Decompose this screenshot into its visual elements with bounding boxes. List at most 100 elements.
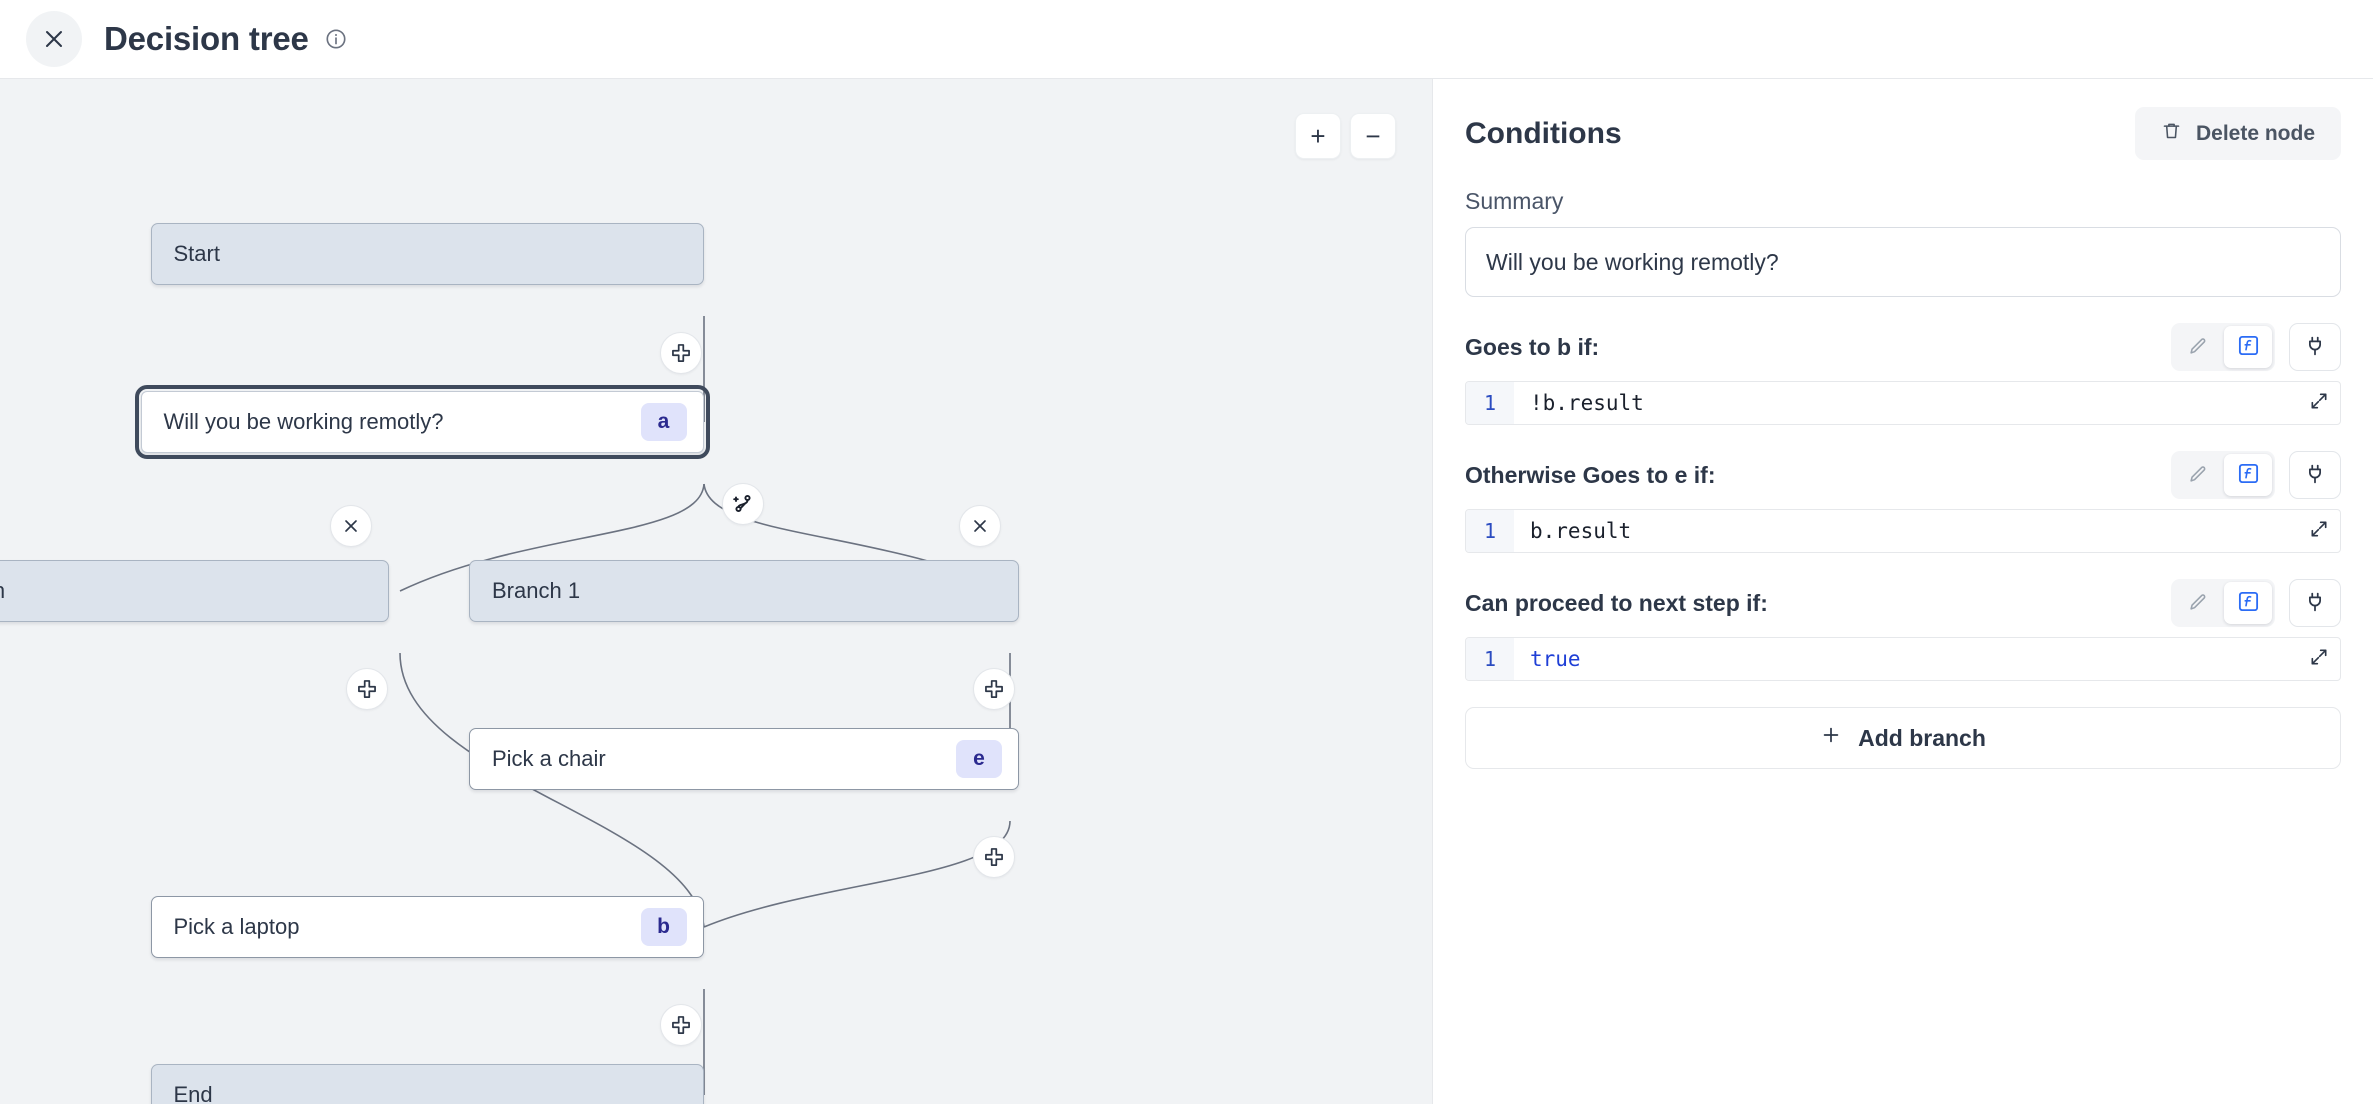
condition-block-1: Otherwise Goes to e if: [1465, 451, 2341, 553]
code-line[interactable]: true [1530, 647, 1581, 671]
code-gutter-line-number: 1 [1466, 510, 1514, 552]
add-branch-button[interactable]: Add branch [1465, 707, 2341, 769]
flow-node-branch1[interactable]: Branch 1 [469, 560, 1019, 622]
expand-icon [2309, 519, 2329, 544]
conditions-list: Goes to b if: [1465, 323, 2341, 681]
expand-editor-button[interactable] [2300, 512, 2338, 550]
condition-header: Can proceed to next step if: [1465, 579, 2341, 627]
delete-node-label: Delete node [2195, 121, 2315, 145]
condition-code-editor[interactable]: 1 !b.result [1465, 381, 2341, 425]
panel-title: Conditions [1465, 116, 1622, 150]
pencil-icon [2187, 335, 2209, 360]
edge-handle-add-branch-1[interactable] [722, 483, 764, 525]
app-header: Decision tree [0, 0, 2373, 79]
flow-node-label: End [173, 1082, 213, 1104]
flow-edge [703, 820, 1011, 928]
expand-icon [2309, 391, 2329, 416]
condition-tools [2171, 579, 2341, 627]
editor-mode-function-button[interactable] [2224, 454, 2272, 496]
editor-mode-function-button[interactable] [2224, 582, 2272, 624]
plug-icon [2304, 463, 2326, 488]
editor-mode-toggle [2171, 323, 2275, 371]
flow-node-b[interactable]: Pick a laptop b [150, 896, 704, 958]
close-icon [341, 516, 361, 536]
plus-icon [670, 1014, 692, 1036]
editor-mode-toggle [2171, 451, 2275, 499]
edge-handle-close-2[interactable] [330, 505, 372, 547]
edge-handle-plus-7[interactable] [660, 1004, 702, 1046]
add-branch-icon [731, 492, 755, 516]
condition-code-editor[interactable]: 1 true [1465, 637, 2341, 681]
flow-node-start[interactable]: Start [150, 223, 704, 285]
zoom-in-button[interactable]: + [1295, 113, 1341, 159]
expand-icon [2309, 647, 2329, 672]
conditions-panel: Conditions Delete node Summary Goes to b… [1432, 79, 2373, 1104]
connector-button[interactable] [2289, 323, 2341, 371]
flow-node-label: Will you be working remotly? [163, 409, 444, 434]
condition-title: Goes to b if: [1465, 333, 1600, 360]
delete-node-button[interactable]: Delete node [2134, 107, 2341, 160]
flow-node-label: Start [173, 241, 220, 266]
flow-node-label: Pick a laptop [173, 914, 300, 939]
summary-input[interactable] [1465, 227, 2341, 297]
flow-edges [399, 316, 1011, 1095]
edge-handle-plus-6[interactable] [973, 836, 1015, 878]
pencil-icon [2187, 591, 2209, 616]
function-icon [2237, 462, 2260, 488]
page-title: Decision tree [104, 20, 309, 57]
plus-icon [356, 678, 378, 700]
close-dialog-button[interactable] [26, 11, 82, 67]
editor-mode-text-button[interactable] [2174, 582, 2222, 624]
condition-header: Goes to b if: [1465, 323, 2341, 371]
flow-edge [399, 483, 705, 592]
flow-node-label: Pick a chair [492, 746, 606, 771]
flow-node-a[interactable]: Will you be working remotly? a [134, 385, 710, 459]
flow-node-e[interactable]: Pick a chair e [469, 728, 1019, 790]
add-branch-label: Add branch [1858, 724, 1986, 751]
zoom-out-button[interactable]: − [1350, 113, 1396, 159]
plus-icon [983, 846, 1005, 868]
edge-handle-plus-4[interactable] [346, 668, 388, 710]
plug-icon [2304, 591, 2326, 616]
edge-handle-plus-0[interactable] [660, 332, 702, 374]
editor-mode-text-button[interactable] [2174, 454, 2222, 496]
condition-title: Otherwise Goes to e if: [1465, 461, 1716, 488]
condition-header: Otherwise Goes to e if: [1465, 451, 2341, 499]
condition-block-0: Goes to b if: [1465, 323, 2341, 425]
summary-label: Summary [1465, 188, 1564, 214]
expand-editor-button[interactable] [2300, 384, 2338, 422]
plug-icon [2304, 335, 2326, 360]
condition-title: Can proceed to next step if: [1465, 589, 1768, 616]
edge-handle-plus-5[interactable] [973, 668, 1015, 710]
node-badge-a: a [640, 403, 687, 441]
connector-button[interactable] [2289, 579, 2341, 627]
flow-node-label: Default branch [0, 578, 372, 604]
expand-editor-button[interactable] [2300, 640, 2338, 678]
function-icon [2237, 590, 2260, 616]
condition-code-editor[interactable]: 1 b.result [1465, 509, 2341, 553]
code-gutter-line-number: 1 [1466, 382, 1514, 424]
condition-tools [2171, 323, 2341, 371]
node-badge-b: b [640, 908, 687, 946]
plus-icon [1820, 724, 1842, 752]
code-line[interactable]: !b.result [1530, 391, 1644, 415]
flow-node-end[interactable]: End [150, 1064, 704, 1104]
connector-button[interactable] [2289, 451, 2341, 499]
close-icon [42, 27, 66, 51]
function-icon [2237, 334, 2260, 360]
flow-node-default[interactable]: Default branch [0, 560, 389, 622]
trash-icon [2161, 120, 2182, 147]
info-icon[interactable] [325, 28, 347, 50]
editor-mode-text-button[interactable] [2174, 326, 2222, 368]
zoom-controls: + − [1295, 113, 1396, 159]
panel-header: Conditions Delete node [1465, 107, 2341, 160]
edge-handle-close-3[interactable] [959, 505, 1001, 547]
code-line[interactable]: b.result [1530, 519, 1632, 543]
node-badge-e: e [956, 740, 1002, 778]
condition-block-2: Can proceed to next step if: [1465, 579, 2341, 681]
plus-icon [670, 342, 692, 364]
flow-edge [399, 652, 705, 928]
editor-mode-function-button[interactable] [2224, 326, 2272, 368]
